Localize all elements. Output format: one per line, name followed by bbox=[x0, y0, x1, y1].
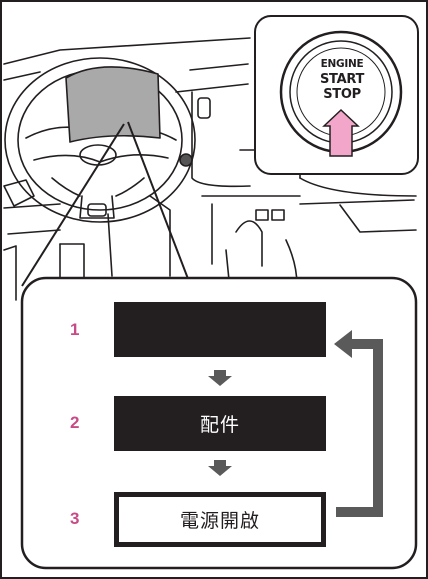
mode-3-number: 3 bbox=[70, 509, 80, 528]
mode-1-box bbox=[114, 302, 326, 357]
down-arrow-icon bbox=[208, 370, 232, 386]
mode-1-number: 1 bbox=[70, 320, 80, 339]
engine-button-inset bbox=[254, 15, 419, 175]
engine-label: ENGINE bbox=[320, 58, 364, 70]
mode-step-arrows bbox=[208, 370, 232, 476]
engine-start-stop-label: ENGINE START STOP bbox=[292, 57, 392, 102]
mode-2-box: 配件 bbox=[114, 396, 326, 451]
down-arrow-icon bbox=[208, 460, 232, 476]
mode-3-box: 電源開啟 bbox=[114, 492, 326, 547]
push-arrow-icon bbox=[322, 108, 360, 157]
stop-label: STOP bbox=[323, 87, 361, 102]
cycle-arrow-icon bbox=[334, 330, 383, 517]
mode-2-number: 2 bbox=[70, 413, 80, 432]
start-label: START bbox=[319, 72, 365, 87]
callout-lines bbox=[21, 121, 191, 287]
